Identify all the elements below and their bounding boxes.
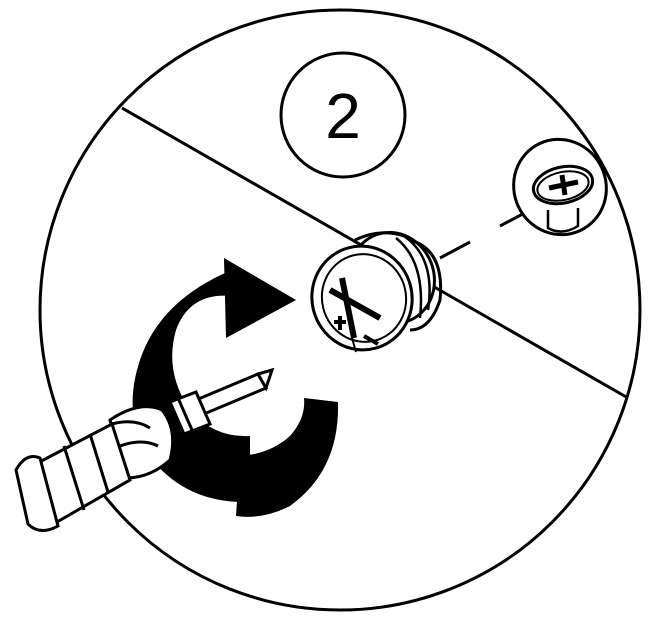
step-number-badge: 2 <box>281 53 405 177</box>
step-number: 2 <box>325 80 361 152</box>
